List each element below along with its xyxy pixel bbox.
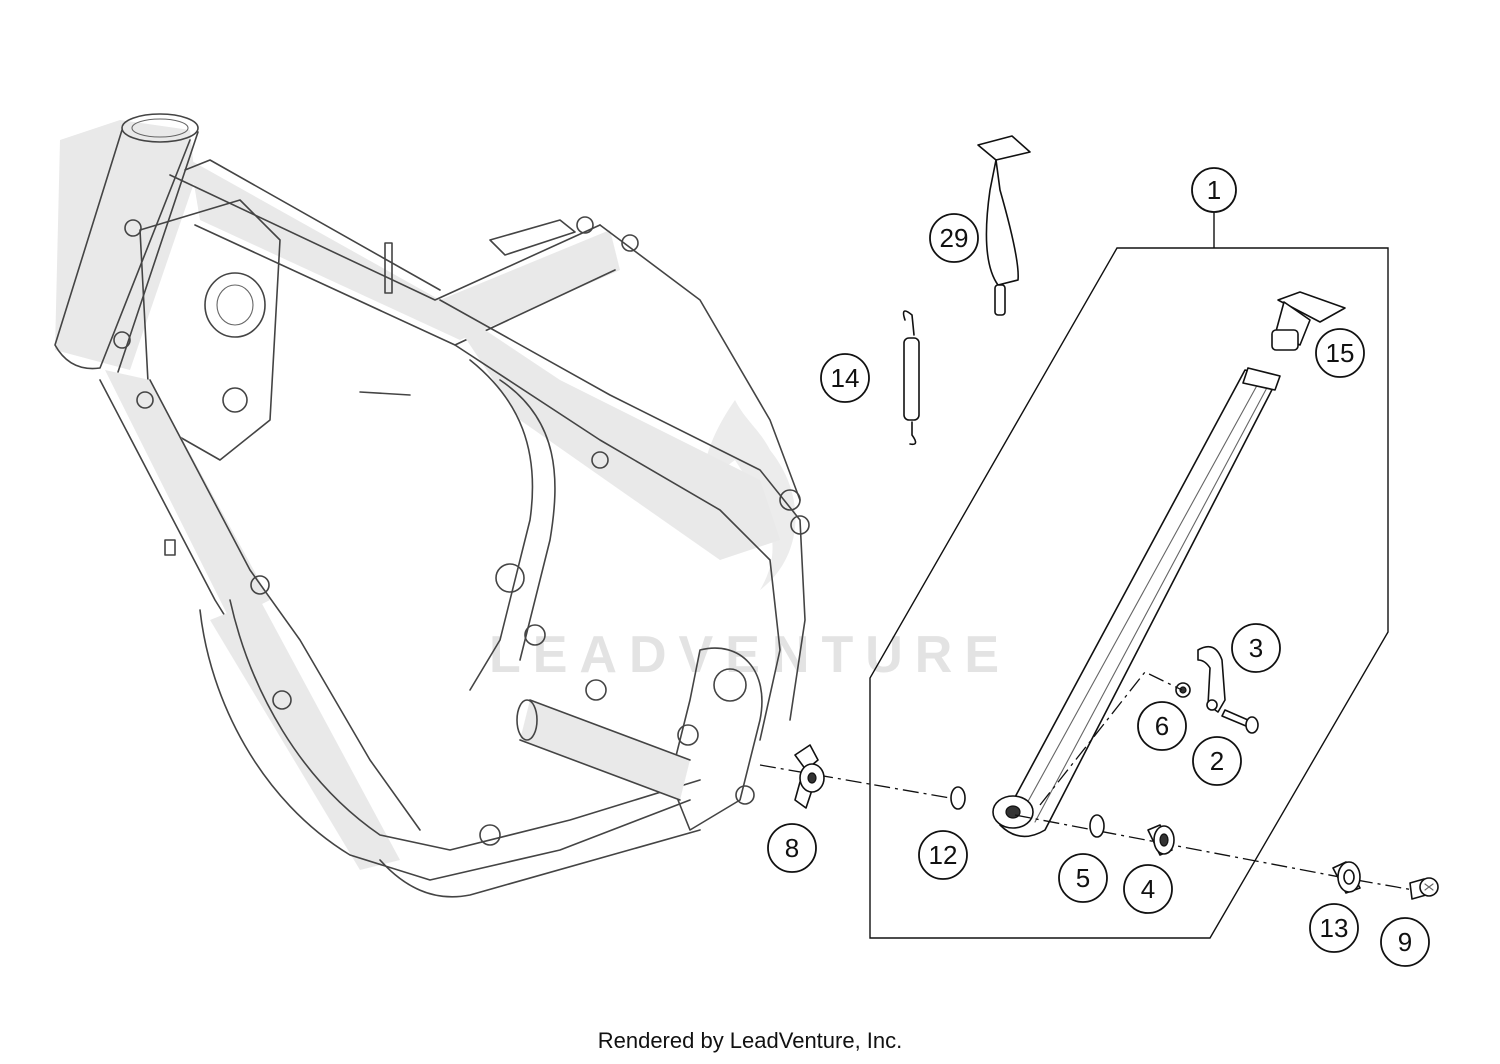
svg-text:5: 5	[1076, 863, 1090, 893]
washer-5[interactable]	[1089, 814, 1105, 838]
screw-2[interactable]	[1221, 709, 1259, 734]
spring-tool[interactable]	[977, 135, 1031, 316]
callout-29[interactable]: 29	[929, 213, 979, 263]
callout-9[interactable]: 9	[1380, 917, 1430, 967]
rubber-foot[interactable]	[1271, 291, 1346, 351]
callout-14[interactable]: 14	[820, 353, 870, 403]
svg-text:1: 1	[1207, 175, 1221, 205]
svg-text:12: 12	[929, 840, 958, 870]
callout-2[interactable]: 2	[1192, 736, 1242, 786]
callout-3[interactable]: 3	[1231, 623, 1281, 673]
svg-text:8: 8	[785, 833, 799, 863]
motorcycle-frame	[54, 113, 810, 898]
bushing-13[interactable]	[1332, 861, 1361, 894]
bushing-4[interactable]	[1147, 824, 1175, 856]
bracket[interactable]	[1197, 645, 1226, 713]
svg-text:9: 9	[1398, 927, 1412, 957]
bolt-axis-line	[759, 764, 951, 799]
svg-text:6: 6	[1155, 711, 1169, 741]
stand-axis-line	[1014, 814, 1426, 893]
callout-15[interactable]: 15	[1315, 328, 1365, 378]
svg-text:13: 13	[1320, 913, 1349, 943]
callout-12[interactable]: 12	[918, 830, 968, 880]
washer-12[interactable]	[950, 786, 966, 810]
svg-text:3: 3	[1249, 633, 1263, 663]
wing-nut-8[interactable]	[794, 744, 825, 809]
footer-credit: Rendered by LeadVenture, Inc.	[597, 1028, 903, 1053]
callout-1[interactable]: 1	[1191, 167, 1237, 213]
side-stand-leg[interactable]	[992, 367, 1281, 838]
spring[interactable]	[902, 310, 920, 446]
bracket-axis-line	[1039, 671, 1183, 806]
callout-8[interactable]: 8	[767, 823, 817, 873]
svg-text:4: 4	[1141, 874, 1155, 904]
svg-text:15: 15	[1326, 338, 1355, 368]
callout-6[interactable]: 6	[1137, 701, 1187, 751]
watermark-text: LEADVENTURE	[489, 626, 1011, 684]
svg-text:2: 2	[1210, 746, 1224, 776]
callout-5[interactable]: 5	[1058, 853, 1108, 903]
svg-text:29: 29	[940, 223, 969, 253]
callout-13[interactable]: 13	[1309, 903, 1359, 953]
pivot-bolt[interactable]	[1409, 0, 1500, 900]
stand-assembly-outline	[869, 247, 1389, 939]
svg-text:14: 14	[831, 363, 860, 393]
watermark-flame-icon	[702, 400, 796, 590]
nut-6[interactable]	[1175, 682, 1191, 698]
watermark: LEADVENTURE	[489, 400, 1011, 684]
callout-4[interactable]: 4	[1123, 864, 1173, 914]
